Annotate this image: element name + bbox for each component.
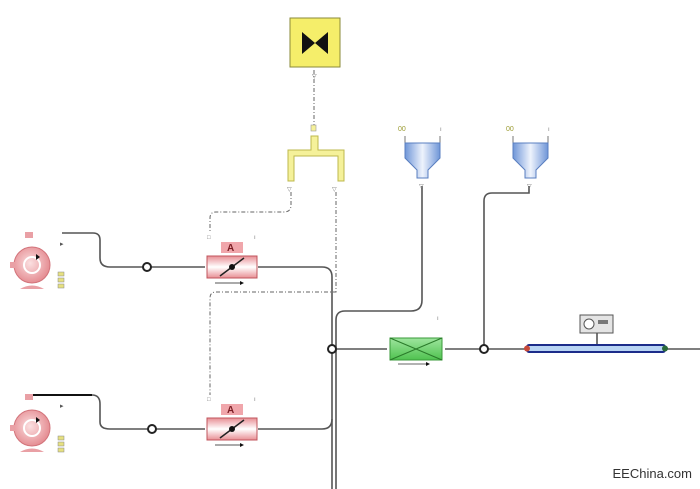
- svg-text:▽: ▽: [527, 184, 532, 190]
- svg-text:ı: ı: [254, 235, 256, 241]
- svg-text:▽: ▽: [419, 184, 424, 190]
- svg-text:□: □: [207, 397, 211, 403]
- svg-text:▸: ▸: [60, 403, 64, 410]
- svg-text:▽: ▽: [312, 74, 317, 80]
- status-indicators: [57, 435, 65, 453]
- pipe[interactable]: [524, 344, 668, 353]
- watermark: EEChina.com: [612, 466, 692, 481]
- svg-text:▽: ▽: [287, 187, 292, 193]
- svg-text:ı: ı: [254, 397, 256, 403]
- valve-1-label: A: [227, 243, 234, 254]
- control-valve-2[interactable]: A □ ı: [206, 397, 258, 447]
- status-indicators: [57, 271, 65, 289]
- valve-2-label: A: [227, 405, 234, 416]
- control-block[interactable]: ▽: [289, 17, 341, 80]
- svg-text:00: 00: [506, 126, 514, 133]
- pump-1[interactable]: ▸: [10, 232, 65, 289]
- mixer[interactable]: ı: [389, 316, 443, 366]
- hopper-1[interactable]: 00 ı ▽: [398, 126, 442, 190]
- sensor-display[interactable]: [579, 314, 614, 334]
- splitter-icon: [287, 135, 345, 182]
- svg-text:ı: ı: [440, 127, 442, 133]
- pump-2[interactable]: ▸: [10, 394, 65, 453]
- signal-lines: [209, 70, 337, 395]
- process-lines: [28, 186, 700, 489]
- svg-text:00: 00: [398, 126, 406, 133]
- svg-text:▸: ▸: [60, 241, 64, 248]
- svg-text:□: □: [207, 235, 211, 241]
- svg-text:ı: ı: [548, 127, 550, 133]
- hopper-2[interactable]: 00 ı ▽: [506, 126, 550, 190]
- junction-nodes: [142, 262, 489, 434]
- splitter[interactable]: ▽ ▽: [287, 124, 345, 193]
- control-valve-1[interactable]: A □ ı: [206, 235, 258, 285]
- svg-text:▽: ▽: [332, 187, 337, 193]
- bowtie-valve-icon: [302, 32, 328, 54]
- svg-text:ı: ı: [437, 316, 439, 322]
